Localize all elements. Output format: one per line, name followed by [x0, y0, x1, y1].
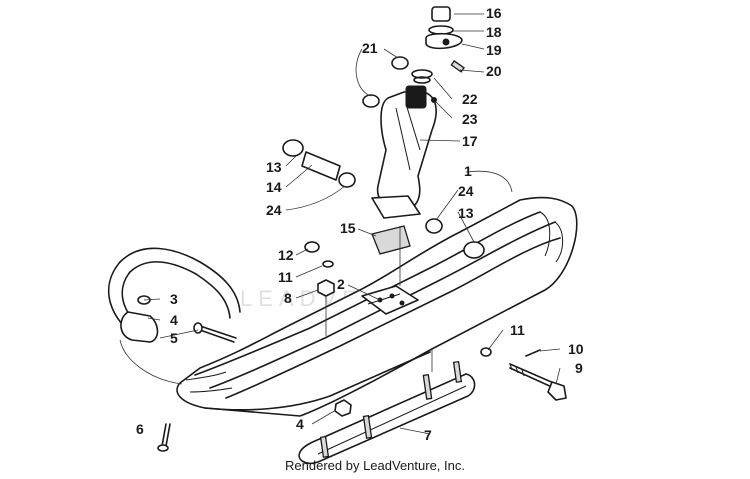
callout-8: 8 — [284, 290, 292, 306]
callout-14: 14 — [266, 179, 282, 195]
callouts: 16 18 19 20 21 22 23 17 13 14 24 1 24 13… — [136, 5, 584, 443]
callout-2: 2 — [337, 276, 345, 292]
callout-11-upper: 11 — [278, 269, 293, 285]
callout-3: 3 — [170, 291, 178, 307]
ski-saddle — [361, 285, 419, 315]
spindle — [371, 85, 437, 219]
callout-1: 1 — [464, 163, 472, 179]
callout-6: 6 — [136, 421, 144, 437]
callout-23: 23 — [462, 111, 478, 127]
callout-12: 12 — [278, 247, 294, 263]
lower-hardware — [157, 241, 567, 452]
credit-text: Rendered by LeadVenture, Inc. — [285, 458, 465, 473]
callout-17: 17 — [462, 133, 478, 149]
callout-16: 16 — [486, 5, 502, 21]
callout-21: 21 — [362, 40, 378, 56]
callout-5: 5 — [170, 330, 178, 346]
bushings — [282, 56, 485, 259]
callout-20: 20 — [486, 63, 502, 79]
callout-22: 22 — [462, 91, 478, 107]
callout-13-left: 13 — [266, 159, 282, 175]
callout-19: 19 — [486, 42, 502, 58]
callout-13-right: 13 — [458, 205, 474, 221]
callout-9: 9 — [575, 360, 583, 376]
callout-11-lower: 11 — [510, 322, 525, 338]
callout-4-upper: 4 — [170, 312, 178, 328]
top-hardware — [411, 6, 465, 103]
callout-15: 15 — [340, 220, 356, 236]
callout-18: 18 — [486, 24, 502, 40]
rubber-block — [371, 225, 411, 255]
callout-24-right: 24 — [458, 183, 474, 199]
callout-10: 10 — [568, 341, 584, 357]
wear-bar — [298, 360, 476, 465]
callout-24-left: 24 — [266, 202, 282, 218]
callout-7: 7 — [424, 427, 432, 443]
callout-4-lower: 4 — [296, 416, 304, 432]
leader-lines — [119, 13, 561, 435]
